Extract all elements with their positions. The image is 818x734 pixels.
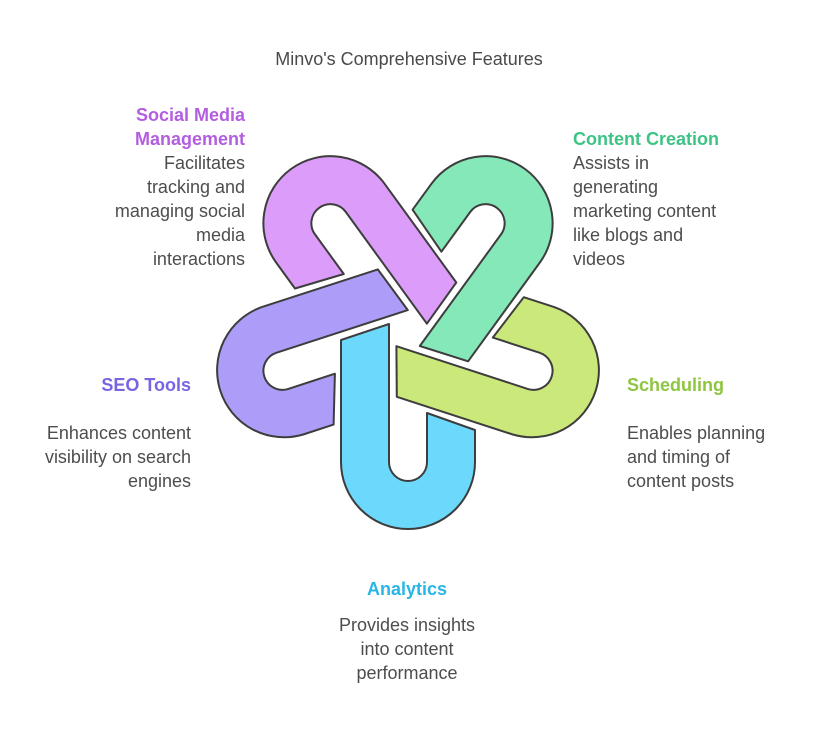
feature-social-media-title: Social Media Management [134, 105, 245, 149]
feature-content-creation: Content Creation Assists in generating m… [573, 127, 773, 271]
feature-scheduling-description: Enables planning and timing of content p… [627, 423, 766, 491]
feature-scheduling-title: Scheduling [627, 375, 725, 395]
feature-social-media: Social Media Management Facilitates trac… [45, 103, 245, 271]
feature-analytics-title: Analytics [366, 579, 448, 599]
feature-seo-tools: SEO Tools Enhances content visibility on… [0, 373, 191, 493]
hook-analytics [340, 323, 476, 530]
hook-content-creation [411, 155, 554, 363]
feature-analytics: Analytics Provides insights into content… [307, 577, 507, 685]
hook-scheduling [395, 296, 600, 439]
feature-seo-tools-description: Enhances content visibility on search en… [44, 423, 191, 491]
feature-social-media-description: Facilitates tracking and managing social… [114, 153, 245, 269]
diagram-title: Minvo's Comprehensive Features [275, 49, 543, 69]
feature-content-creation-title: Content Creation [573, 129, 719, 149]
feature-seo-tools-title: SEO Tools [101, 375, 191, 395]
hook-seo-tools [216, 268, 409, 439]
feature-content-creation-description: Assists in generating marketing content … [573, 153, 717, 269]
hook-social-media [262, 155, 458, 325]
feature-analytics-description: Provides insights into content performan… [338, 615, 476, 683]
feature-scheduling: Scheduling Enables planning and timing o… [627, 373, 807, 493]
